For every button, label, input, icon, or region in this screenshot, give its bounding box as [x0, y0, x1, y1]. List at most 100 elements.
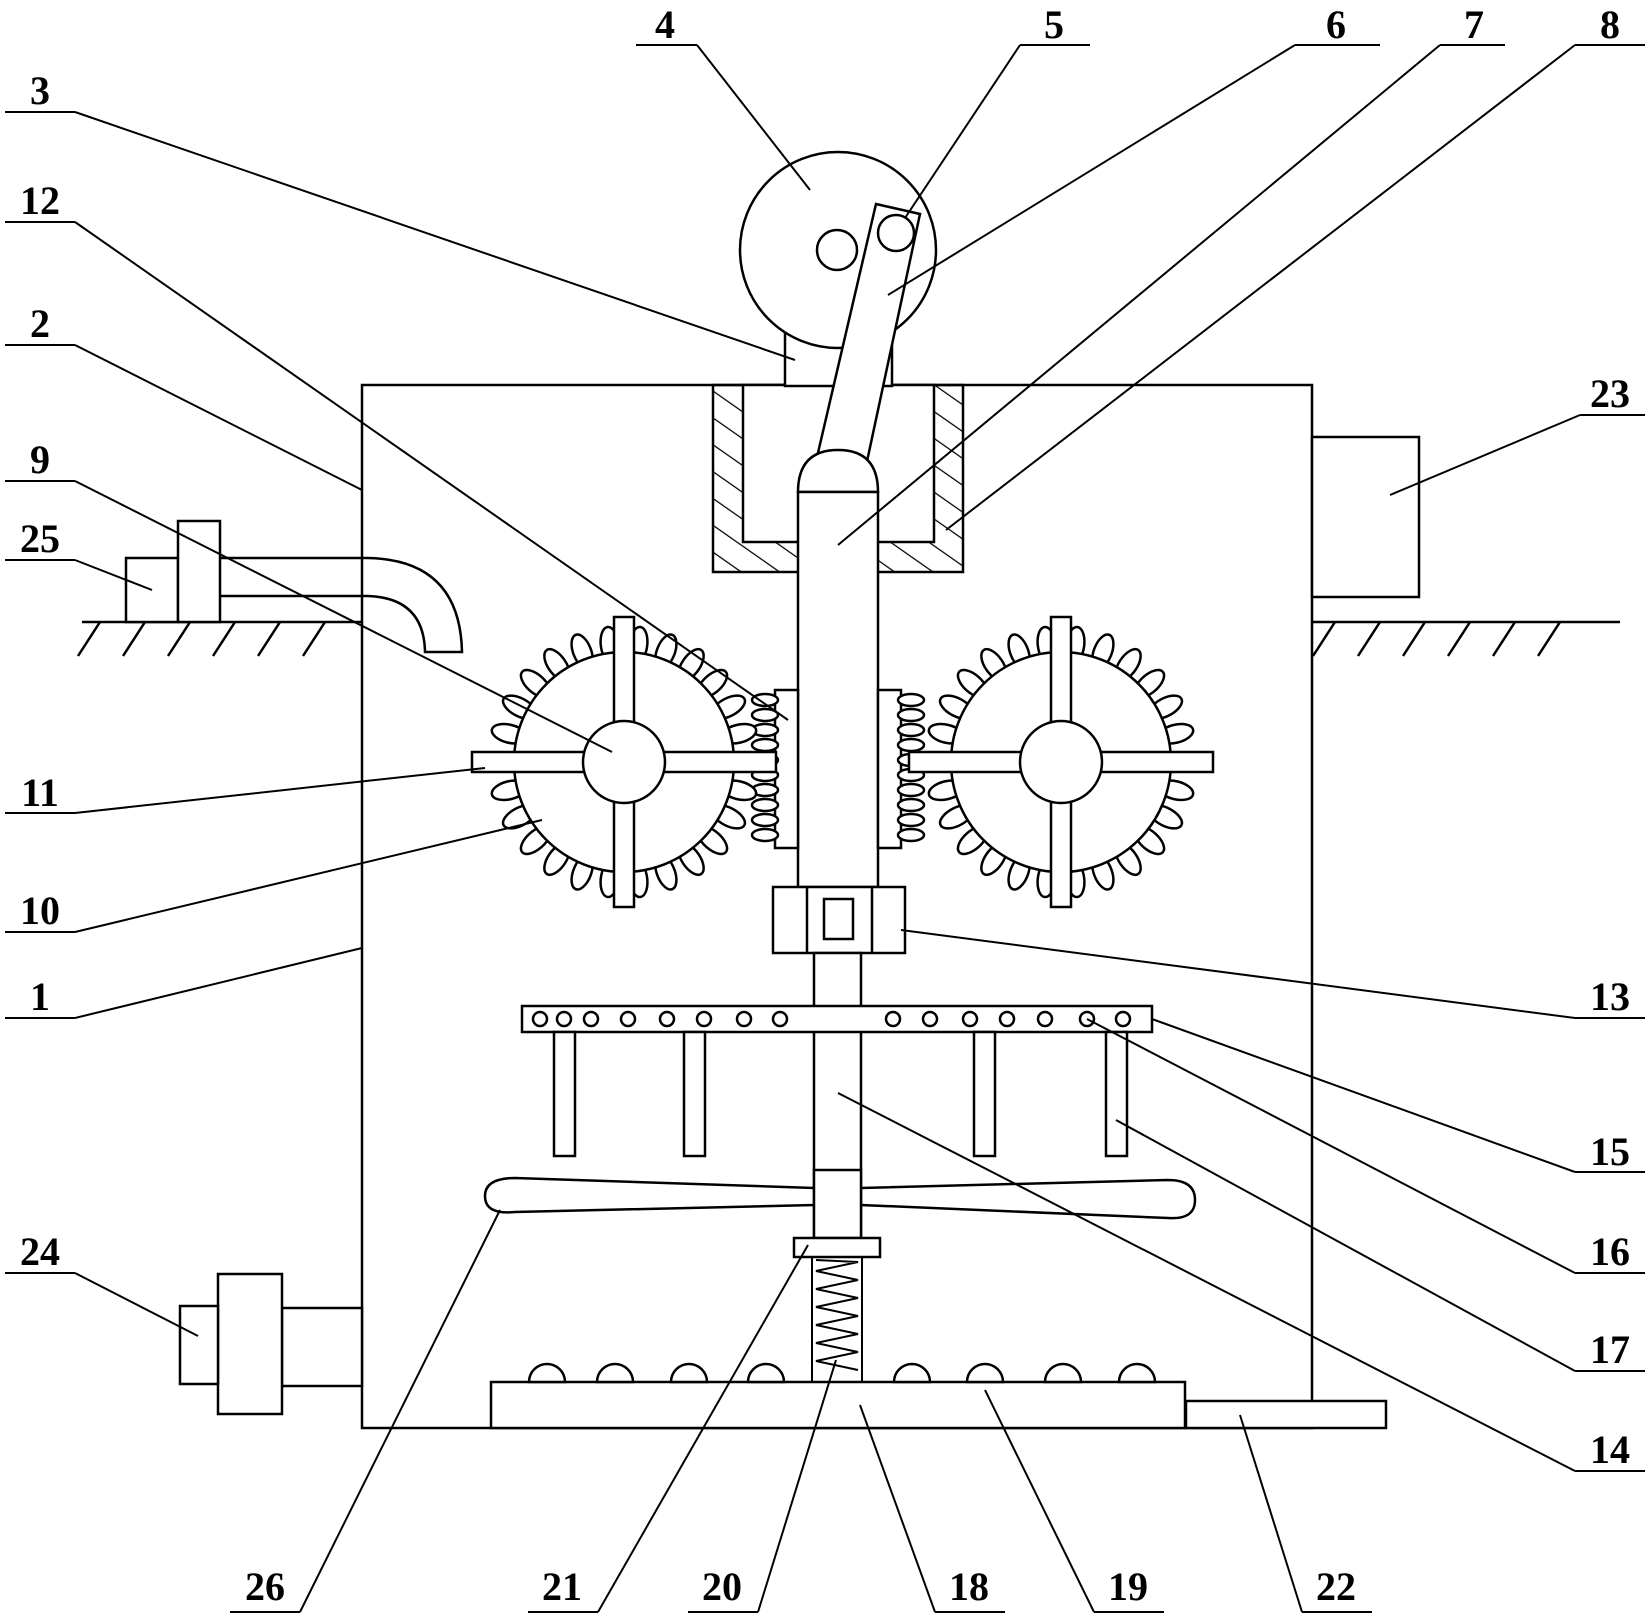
outlet-valve: [178, 1272, 364, 1416]
label-26: 26: [245, 1564, 285, 1609]
leader-line: [696, 44, 811, 191]
rack-tooth: [896, 707, 926, 723]
vertical-rod: [796, 490, 880, 889]
rack-tooth: [896, 722, 926, 738]
spray-nozzle: [884, 1010, 902, 1028]
rack-tooth: [896, 782, 926, 798]
rack-tooth: [750, 827, 780, 843]
blade-right: [859, 1178, 1197, 1220]
label-4: 4: [655, 2, 675, 47]
label-16: 16: [1590, 1229, 1630, 1274]
spray-nozzle: [735, 1010, 753, 1028]
label-18: 18: [949, 1564, 989, 1609]
leader-line: [837, 44, 1441, 546]
leader-line: [74, 947, 363, 1019]
ground-hatch: [1491, 621, 1517, 657]
bottom-bump: [892, 1362, 932, 1384]
bottom-bump: [527, 1362, 567, 1384]
disk-center: [815, 228, 859, 272]
leader-line: [74, 559, 153, 591]
leader-line: [1115, 1119, 1576, 1372]
ground-hatch: [256, 621, 282, 657]
rack-tooth: [750, 737, 780, 753]
spray-nozzle: [555, 1010, 573, 1028]
gear-hub: [581, 719, 667, 805]
ground-hatch: [211, 621, 237, 657]
ground-right: [1311, 620, 1620, 657]
leader-line: [945, 44, 1576, 531]
leader-line: [1239, 1414, 1303, 1613]
bottom-bump: [1043, 1362, 1083, 1384]
spray-nozzle: [531, 1010, 549, 1028]
rack-tooth: [750, 707, 780, 723]
leader-line: [74, 767, 486, 814]
spray-nozzle: [619, 1010, 637, 1028]
ground-hatch: [1311, 621, 1337, 657]
label-22: 22: [1316, 1564, 1356, 1609]
label-13: 13: [1590, 974, 1630, 1019]
leader-line: [904, 44, 1021, 219]
rack-tooth: [896, 737, 926, 753]
ground-hatch: [301, 621, 327, 657]
spring-zigzag: [815, 1259, 859, 1371]
label-10: 10: [20, 888, 60, 933]
leader-line: [74, 480, 613, 753]
bottom-bumps: [527, 1362, 1157, 1384]
spray-nozzle: [998, 1010, 1016, 1028]
bottom-plate: [489, 1380, 1187, 1430]
leader-line: [984, 1389, 1095, 1613]
label-8: 8: [1600, 2, 1620, 47]
leader-line: [299, 1209, 501, 1613]
gear-right: [907, 615, 1215, 909]
spray-nozzle: [771, 1010, 789, 1028]
leader-lines: [5, 44, 1645, 1613]
spring-frame: [811, 1256, 863, 1383]
ground-hatch: [1401, 621, 1427, 657]
crank-pin: [876, 213, 916, 253]
label-6: 6: [1326, 2, 1346, 47]
gear-left: [470, 615, 778, 909]
label-24: 24: [20, 1229, 60, 1274]
leader-line: [859, 1404, 936, 1613]
leader-line: [74, 819, 543, 933]
spray-legs: [552, 1030, 1129, 1158]
rack-tooth: [896, 827, 926, 843]
label-19: 19: [1108, 1564, 1148, 1609]
shaft-hub: [812, 1168, 863, 1240]
label-12: 12: [20, 178, 60, 223]
bottom-bump: [595, 1362, 635, 1384]
leader-line: [1389, 414, 1581, 496]
guide-sleeve: [711, 383, 965, 574]
rack-tooth: [750, 812, 780, 828]
part-labels: 4 5 6 7 8 3 12 2 23 9 25 11 10 1 13 15 2…: [20, 2, 1630, 1609]
label-25: 25: [20, 516, 60, 561]
spray-nozzles: [531, 1010, 1132, 1028]
label-21: 21: [542, 1564, 582, 1609]
rod-head: [796, 448, 880, 494]
spray-nozzle: [658, 1010, 676, 1028]
label-9: 9: [30, 437, 50, 482]
bottom-bump: [1117, 1362, 1157, 1384]
gear-hub: [1018, 719, 1104, 805]
rack-tooth: [896, 797, 926, 813]
ground-hatch: [166, 621, 192, 657]
leader-line: [1151, 1018, 1576, 1173]
bottom-bump: [965, 1362, 1005, 1384]
spray-nozzle: [695, 1010, 713, 1028]
rack-tooth: [896, 812, 926, 828]
ground-hatch: [1446, 621, 1472, 657]
spray-bar: [520, 1004, 1154, 1034]
leader-line: [74, 111, 796, 361]
spray-nozzle: [1114, 1010, 1132, 1028]
bottom-bump: [746, 1362, 786, 1384]
leader-line: [74, 221, 789, 721]
rack-tooth: [896, 692, 926, 708]
label-3: 3: [30, 68, 50, 113]
leader-line: [1086, 1018, 1576, 1274]
spray-nozzle: [1036, 1010, 1054, 1028]
ground-hatch: [121, 621, 147, 657]
support-plate: [1184, 1399, 1388, 1430]
label-5: 5: [1044, 2, 1064, 47]
